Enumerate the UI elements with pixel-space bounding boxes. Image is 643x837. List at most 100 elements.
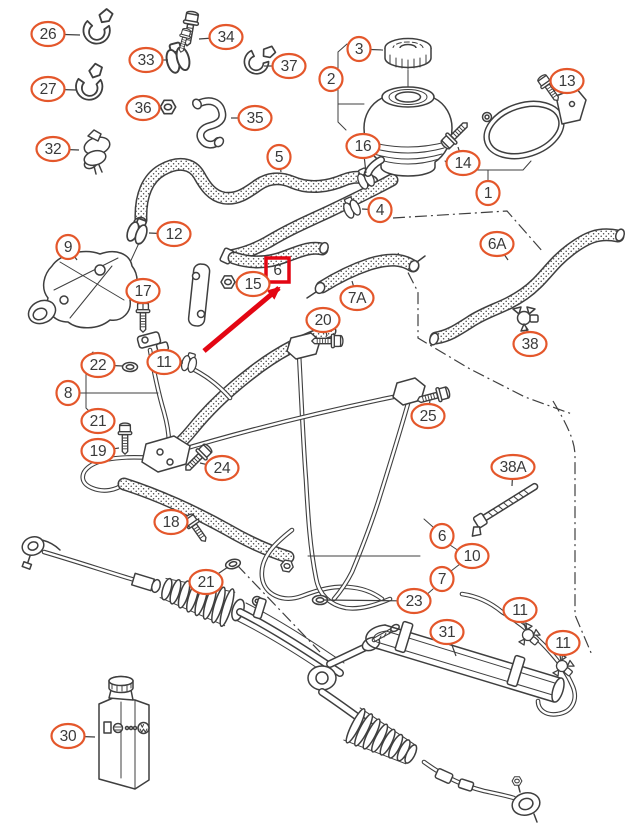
callout-25[interactable]: 25 (410, 399, 446, 430)
callout-36[interactable]: 36 (125, 94, 163, 122)
callout-3[interactable]: 3 (346, 35, 384, 63)
callout-bubble[interactable] (156, 220, 192, 248)
highlight-box (264, 256, 291, 284)
callout-10[interactable]: 10 (454, 542, 490, 570)
callout-6A[interactable]: 6A (479, 230, 515, 261)
callout-31[interactable]: 31 (429, 618, 465, 657)
callout-bubble[interactable] (429, 565, 455, 593)
callout-number: 1 (484, 185, 492, 202)
callout-bubble[interactable] (55, 233, 81, 261)
callout-bubble[interactable] (204, 454, 240, 482)
callout-bubble[interactable] (346, 35, 372, 63)
callout-13[interactable]: 13 (549, 67, 585, 95)
callout-bubble[interactable] (479, 230, 515, 258)
callout-38[interactable]: 38 (512, 326, 548, 358)
callout-11[interactable]: 11 (545, 629, 581, 662)
callout-8[interactable]: 8 (55, 379, 81, 407)
callout-number: 4 (376, 202, 385, 219)
callout-bubble[interactable] (271, 52, 307, 80)
rack-boot-right (343, 707, 418, 765)
callout-21[interactable]: 21 (80, 407, 116, 435)
callout-bubble[interactable] (445, 149, 481, 177)
callout-bubble[interactable] (454, 542, 490, 570)
callout-bubble[interactable] (188, 568, 224, 596)
callout-number: 9 (64, 239, 72, 256)
callout-bubble[interactable] (125, 94, 161, 122)
callout-number: 14 (455, 155, 472, 172)
callout-30[interactable]: 30 (50, 722, 96, 750)
callout-16[interactable]: 16 (345, 132, 381, 174)
callout-11[interactable]: 11 (146, 348, 184, 376)
callout-22[interactable]: 22 (80, 351, 124, 379)
callout-27[interactable]: 27 (30, 75, 77, 103)
callout-bubble[interactable] (146, 348, 182, 376)
callout-15[interactable]: 15 (235, 270, 271, 298)
callout-7[interactable]: 7 (429, 565, 455, 593)
callout-bubble[interactable] (549, 67, 585, 95)
callout-32[interactable]: 32 (35, 135, 80, 163)
callout-bubble[interactable] (50, 722, 86, 750)
callout-23[interactable]: 23 (323, 587, 432, 615)
callout-35[interactable]: 35 (231, 104, 273, 132)
callout-bubble[interactable] (125, 277, 161, 305)
callout-bubble[interactable] (153, 508, 189, 536)
callout-18[interactable]: 18 (153, 508, 191, 536)
callout-bubble[interactable] (30, 75, 66, 103)
callout-24[interactable]: 24 (199, 454, 240, 482)
callout-11[interactable]: 11 (502, 596, 538, 631)
callout-bubble[interactable] (339, 284, 375, 312)
callout-33[interactable]: 33 (128, 46, 169, 74)
callout-bubble[interactable] (475, 179, 501, 207)
clip-11-left (513, 621, 544, 652)
callout-bubble[interactable] (80, 351, 116, 379)
callout-bubble[interactable] (305, 306, 341, 334)
callout-bubble[interactable] (235, 270, 271, 298)
callout-number: 38 (522, 336, 539, 353)
callout-7A[interactable]: 7A (339, 280, 375, 312)
callout-1[interactable]: 1 (475, 179, 501, 207)
callout-4[interactable]: 4 (361, 196, 393, 224)
callout-2[interactable]: 2 (318, 65, 344, 93)
callout-5[interactable]: 5 (266, 143, 292, 173)
small-parts (71, 8, 278, 175)
callout-bubble[interactable] (30, 20, 66, 48)
callout-bubble[interactable] (237, 104, 273, 132)
callout-bubble[interactable] (429, 522, 455, 550)
callout-bubble[interactable] (502, 596, 538, 624)
callout-bubble[interactable] (80, 437, 116, 465)
callout-bubble[interactable] (55, 379, 81, 407)
callout-12[interactable]: 12 (148, 220, 192, 248)
callout-bubble[interactable] (367, 196, 393, 224)
callout-17[interactable]: 17 (125, 277, 161, 309)
callout-bubble[interactable] (128, 46, 164, 74)
callout-38A[interactable]: 38A (490, 453, 536, 487)
callout-bubble[interactable] (208, 23, 244, 51)
callout-number: 11 (156, 354, 172, 371)
callout-bubble[interactable] (80, 407, 116, 435)
callout-bubble[interactable] (512, 330, 548, 358)
nut-15 (220, 275, 236, 289)
callout-bubble[interactable] (266, 143, 292, 171)
callout-20[interactable]: 20 (305, 306, 341, 337)
callout-bubble[interactable] (35, 135, 71, 163)
callout-9[interactable]: 9 (55, 233, 81, 261)
callout-number: 23 (406, 593, 423, 610)
callout-bubble[interactable] (545, 629, 581, 657)
callout-37[interactable]: 37 (264, 52, 307, 80)
callout-14[interactable]: 14 (445, 146, 481, 177)
callout-bubble[interactable] (396, 587, 432, 615)
callout-bubble[interactable] (490, 453, 536, 481)
callout-number: 25 (420, 408, 437, 425)
callout-leader (522, 621, 527, 631)
callout-26[interactable]: 26 (30, 20, 81, 48)
callout-21[interactable]: 21 (188, 566, 229, 596)
callout-34[interactable]: 34 (198, 23, 244, 51)
callout-bubble[interactable] (410, 402, 446, 430)
callout-bubble[interactable] (345, 132, 381, 160)
callout-leader (450, 643, 457, 657)
callout-bubble[interactable] (318, 65, 344, 93)
callout-6[interactable]: 6 (429, 522, 455, 550)
callout-19[interactable]: 19 (80, 437, 120, 465)
callout-bubble[interactable] (429, 618, 465, 646)
